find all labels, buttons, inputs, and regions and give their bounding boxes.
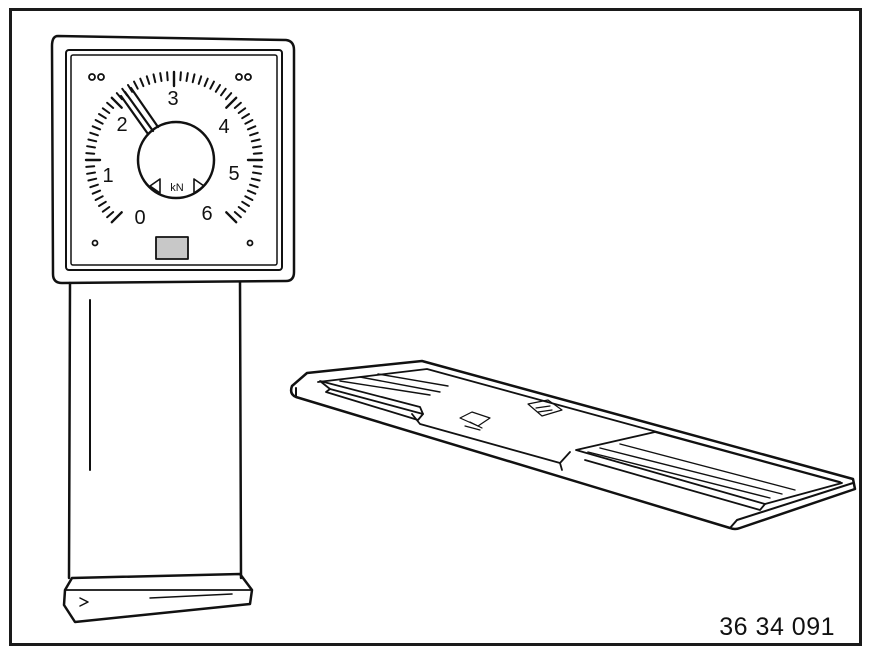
unit-triangle-right-icon (193, 178, 205, 194)
dial-unit-label: kN (170, 182, 184, 194)
dial-minor-tick (106, 101, 115, 109)
dial-minor-tick (87, 177, 98, 182)
dial-minor-tick (101, 107, 111, 114)
dial-pointer (119, 86, 160, 136)
dial-label-3: 3 (167, 88, 178, 110)
dial-minor-tick (98, 113, 107, 120)
dial-minor-tick (203, 77, 209, 88)
dial-label-6: 6 (201, 203, 212, 225)
dial-minor-tick (91, 125, 102, 131)
figure-frame (9, 8, 862, 646)
dial-minor-tick (246, 189, 257, 195)
dial-major-tick (225, 211, 238, 224)
dial-minor-tick (94, 195, 104, 201)
indicator-window (155, 236, 189, 260)
dial-minor-tick (237, 107, 247, 114)
dial-minor-tick (89, 183, 99, 189)
dial-minor-tick (87, 138, 98, 143)
dial-major-tick (225, 96, 238, 109)
dial-minor-tick (252, 145, 262, 149)
dial-minor-tick (214, 84, 221, 93)
dial-minor-tick (250, 138, 261, 143)
dial-minor-tick (252, 152, 263, 155)
dial-minor-tick (86, 145, 96, 149)
dial-minor-tick (85, 165, 96, 168)
dial-minor-tick (89, 131, 99, 137)
dial-label-4: 4 (218, 116, 229, 138)
dial-major-tick (110, 96, 123, 109)
dial-minor-tick (241, 200, 250, 207)
dial-minor-tick (233, 101, 242, 109)
tester-stand (62, 280, 254, 624)
dial-minor-tick (101, 206, 111, 213)
dial-minor-tick (237, 206, 247, 213)
dial-minor-tick (220, 87, 227, 97)
dial-minor-tick (94, 119, 104, 125)
dial-minor-tick (115, 92, 123, 101)
dial-minor-tick (191, 73, 196, 84)
dial-label-5: 5 (228, 163, 239, 185)
dial-minor-tick (244, 119, 254, 125)
dial-minor-tick (249, 183, 259, 189)
dial-minor-tick (139, 77, 145, 88)
dial-minor-tick (249, 131, 259, 137)
dial-minor-tick (152, 73, 157, 84)
figure-reference-number: 36 34 091 (719, 613, 835, 641)
test-platform (289, 359, 857, 531)
base-arrow-icon (79, 597, 89, 607)
dial-minor-tick (159, 72, 163, 82)
dial-minor-tick (252, 171, 262, 175)
dial-label-1: 1 (102, 165, 113, 187)
dial-minor-tick (225, 92, 233, 101)
dial-minor-tick (106, 211, 115, 219)
dial-minor-tick (166, 71, 169, 82)
dial-minor-tick (244, 195, 254, 201)
dial-major-tick (110, 211, 123, 224)
dial-minor-tick (246, 125, 257, 131)
dial-minor-tick (197, 75, 203, 85)
dial-minor-tick (133, 80, 139, 90)
dial-minor-tick (91, 189, 102, 195)
dial-labels: 01 2 3 4 56 kN (102, 88, 239, 229)
tester-display-unit (50, 34, 296, 285)
dial-minor-tick (85, 152, 96, 155)
dial-label-0: 0 (134, 207, 145, 229)
dial-label-2: 2 (116, 114, 127, 136)
dial-minor-tick (252, 165, 263, 168)
dial-minor-tick (241, 113, 250, 120)
dial-minor-tick (179, 71, 182, 82)
dial-minor-tick (185, 72, 189, 82)
unit-triangle-left-icon (149, 178, 161, 194)
dial-minor-tick (250, 177, 261, 182)
dial-scale-ticks (84, 70, 264, 224)
dial-hub (136, 120, 216, 200)
dial-minor-tick (98, 200, 107, 207)
dial-minor-tick (233, 211, 242, 219)
face-screws (88, 73, 254, 247)
dial-minor-tick (86, 171, 96, 175)
dial-minor-tick (145, 75, 151, 85)
dial-minor-tick (209, 80, 215, 90)
